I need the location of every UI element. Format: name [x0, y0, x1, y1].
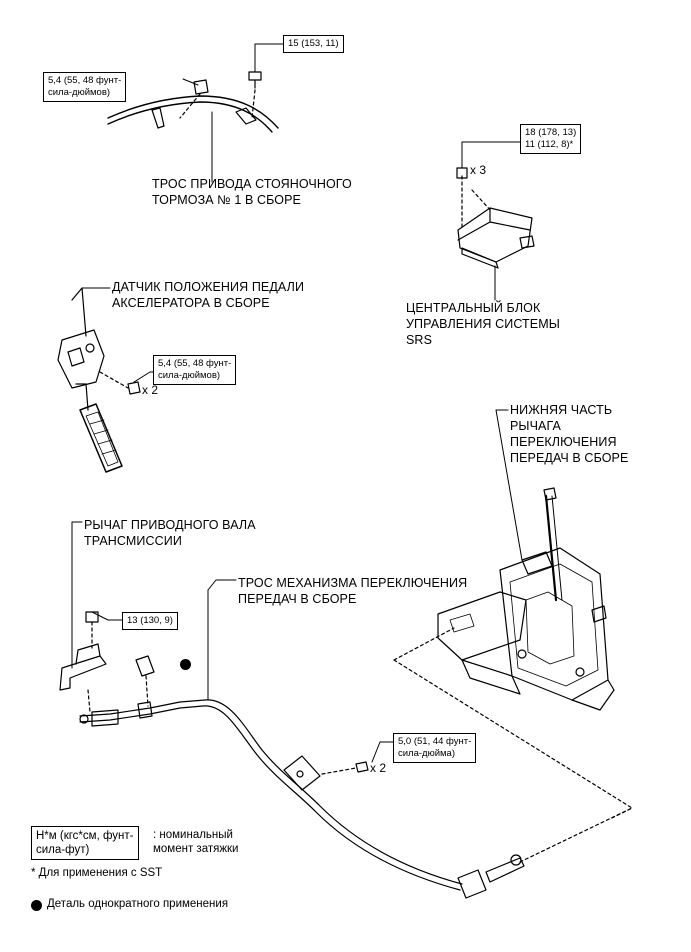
torque-box-cable-bracket: 5,0 (51, 44 фунт- сила-дюйма) [393, 733, 477, 763]
bolt-count-cable: x 2 [370, 761, 387, 775]
label-accelerator-pedal-sensor: ДАТЧИК ПОЛОЖЕНИЯ ПЕДАЛИ АКСЕЛЕРАТОРА В С… [112, 279, 304, 311]
drive-lever-drawing [59, 521, 155, 713]
label-line: ЦЕНТРАЛЬНЫЙ БЛОК [406, 301, 541, 315]
label-line: НИЖНЯЯ ЧАСТЬ [510, 403, 613, 417]
legend-sst-note: * Для применения с SST [31, 867, 163, 879]
torque-value: 11 (112, 8)* [525, 139, 574, 150]
torque-value: 18 (178, 13) [525, 127, 577, 138]
label-line: ТРАНСМИССИИ [84, 534, 182, 548]
label-line: АКСЕЛЕРАТОРА В СБОРЕ [112, 296, 270, 310]
torque-box-pedal: 5,4 (55, 48 фунт- сила-дюймов) [153, 355, 237, 385]
accelerator-pedal-drawing [57, 287, 154, 473]
parking-brake-cable-drawing [107, 43, 284, 183]
label-shift-lever-lower: НИЖНЯЯ ЧАСТЬ РЫЧАГА ПЕРЕКЛЮЧЕНИЯ ПЕРЕДАЧ… [510, 402, 628, 466]
legend-line: момент затяжки [153, 843, 239, 855]
legend-single-use-text: Деталь однократного применения [47, 898, 229, 910]
label-line: ТРОС ПРИВОДА СТОЯНОЧНОГО [152, 177, 352, 191]
label-line: УПРАВЛЕНИЯ СИСТЕМЫ [406, 317, 560, 331]
label-transmission-drive-lever: РЫЧАГ ПРИВОДНОГО ВАЛА ТРАНСМИССИИ [84, 517, 256, 549]
shift-lever-drawing [437, 409, 615, 711]
label-line: РЫЧАГА [510, 419, 561, 433]
legend-torque-unit-text: : номинальный момент затяжки [153, 828, 238, 856]
torque-value: 5,4 (55, 48 фунт- [158, 358, 232, 369]
torque-value: сила-дюймов) [48, 87, 111, 98]
torque-value: 5,0 (51, 44 фунт- [398, 736, 472, 747]
legend-line: сила-фут) [36, 844, 90, 856]
label-line: SRS [406, 333, 433, 347]
label-line: ПЕРЕКЛЮЧЕНИЯ [510, 435, 617, 449]
label-line: ТОРМОЗА № 1 В СБОРЕ [152, 193, 301, 207]
torque-value: сила-дюймов) [158, 370, 221, 381]
torque-value: 13 (130, 9) [127, 615, 173, 626]
legend-single-use-icon [31, 900, 42, 911]
label-line: ТРОС МЕХАНИЗМА ПЕРЕКЛЮЧЕНИЯ [238, 576, 468, 590]
torque-value: сила-дюйма) [398, 748, 455, 759]
torque-value: 15 (153, 11) [288, 38, 339, 49]
legend-line: : номинальный [153, 829, 233, 841]
bolt-count-pedal: x 2 [142, 383, 159, 397]
torque-box-srs: 18 (178, 13) 11 (112, 8)* [520, 124, 582, 154]
torque-box-drive-lever: 13 (130, 9) [122, 612, 178, 630]
label-line: ПЕРЕДАЧ В СБОРЕ [238, 592, 357, 606]
torque-box-parking-clamp: 5,4 (55, 48 фунт- сила-дюймов) [43, 72, 127, 102]
torque-box-parking-bolt: 15 (153, 11) [283, 35, 344, 53]
label-line: РЫЧАГ ПРИВОДНОГО ВАЛА [84, 518, 256, 532]
label-line: ДАТЧИК ПОЛОЖЕНИЯ ПЕДАЛИ [112, 280, 305, 294]
label-line: ПЕРЕДАЧ В СБОРЕ [510, 451, 629, 465]
label-srs-control-unit: ЦЕНТРАЛЬНЫЙ БЛОК УПРАВЛЕНИЯ СИСТЕМЫ SRS [406, 300, 560, 348]
label-shift-cable: ТРОС МЕХАНИЗМА ПЕРЕКЛЮЧЕНИЯ ПЕРЕДАЧ В СБ… [238, 575, 467, 607]
legend-line: Н*м (кгс*см, фунт- [36, 830, 134, 842]
srs-unit-drawing [456, 141, 535, 301]
legend-torque-unit-box: Н*м (кгс*см, фунт- сила-фут) [31, 826, 139, 860]
label-parking-brake-cable: ТРОС ПРИВОДА СТОЯНОЧНОГО ТОРМОЗА № 1 В С… [152, 176, 352, 208]
shift-cable-drawing [79, 579, 633, 899]
single-use-part-icon [180, 659, 191, 670]
bolt-count-srs: x 3 [470, 163, 487, 177]
torque-value: 5,4 (55, 48 фунт- [48, 75, 122, 86]
